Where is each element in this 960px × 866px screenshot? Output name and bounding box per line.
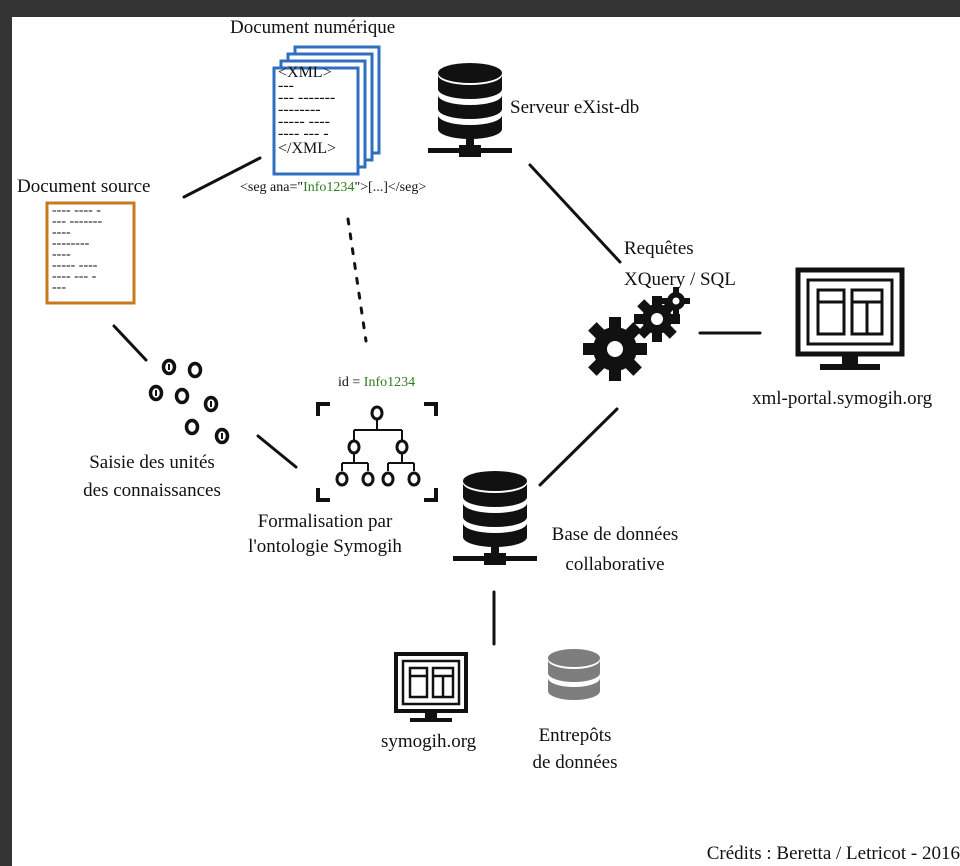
source-document-content: ---- ---- - --- ------- ---- -------- --… [52,203,132,295]
ontology-label: Formalisation par l'ontologie Symogih [240,511,410,558]
doc-line: --- ------- [278,89,336,106]
queries-label-line1: Requêtes [624,238,694,259]
warehouse-database-icon [548,649,600,700]
knowledge-units-label: Saisie des unités des connaissances [62,452,242,502]
ontology-line2: l'ontologie Symogih [248,536,402,557]
connector-seg-to-id-dotted [346,217,368,343]
seg-annotation: <seg ana="Info1234">[...]</seg> [240,177,426,199]
knowledge-units-ticks [155,364,223,439]
exist-server-icon [428,63,512,157]
portal-label: xml-portal.symogih.org [752,388,933,409]
ontology-line1: Formalisation par [257,511,393,532]
diagram-graphics [45,45,905,722]
warehouses-line1: Entrepôts [538,725,612,746]
site-monitor-icon [394,652,468,722]
warehouses-line2: de données [532,752,618,773]
diagram-canvas: Document numérique <XML> --- --- -------… [12,17,960,866]
seg-prefix: <seg ana=" [240,180,304,195]
doc-line: --- [278,77,294,94]
knowledge-units-line2: des connaissances [83,480,221,501]
digital-document-content: <XML> --- --- ------- -------- ----- ---… [278,64,358,158]
database-label: Base de données collaborative [530,524,700,576]
connector-gears-to-database [538,407,619,487]
doc-line: ---- --- - [52,269,97,284]
doc-line: ---- [52,247,71,262]
connector-source-to-units [112,324,148,362]
queries-label-line2: XQuery / SQL [624,269,736,290]
gears-icon [583,287,690,381]
seg-id: Info1234 [303,180,355,195]
digital-document-title: Document numérique [230,17,396,38]
doc-line: ----- ---- [52,258,98,273]
seg-suffix: ">[...]</seg> [354,180,427,195]
ontology-id: id = Info1234 [338,372,415,394]
symogih-site-label: symogih.org [381,731,477,752]
exist-server-label: Serveur eXist-db [510,97,640,118]
ontology-id-value: Info1234 [363,375,416,390]
doc-line: ---- --- - [278,125,329,142]
credits: Crédits : Beretta / Letricot - 2016 [706,843,960,864]
doc-line: <XML> [278,64,332,81]
doc-line: -------- [52,236,90,251]
ontology-tree-icon [316,402,438,502]
database-line2: collaborative [565,554,665,575]
portal-monitor-icon [795,267,905,370]
doc-line: --- ------- [52,214,103,229]
ontology-id-prefix: id = [338,375,364,390]
doc-line: ----- ---- [278,113,330,130]
knowledge-units-icon [148,358,230,445]
doc-line: </XML> [278,140,337,157]
source-document-icon [45,201,136,305]
warehouses-label: Entrepôts de données [515,725,635,774]
database-line1: Base de données [551,524,679,545]
doc-line: -------- [278,101,321,118]
digital-document-icon [272,45,381,176]
connector-exist-to-queries [528,163,622,264]
connector-units-to-ontology [256,434,298,469]
knowledge-units-line1: Saisie des unités [89,452,215,473]
database-icon [453,471,537,565]
doc-line: ---- [52,225,71,240]
doc-line: --- [52,280,66,295]
doc-line: ---- ---- - [52,203,101,218]
connector-source-to-digital [182,156,262,199]
source-document-title: Document source [17,176,151,197]
digital-document-front [272,66,360,176]
